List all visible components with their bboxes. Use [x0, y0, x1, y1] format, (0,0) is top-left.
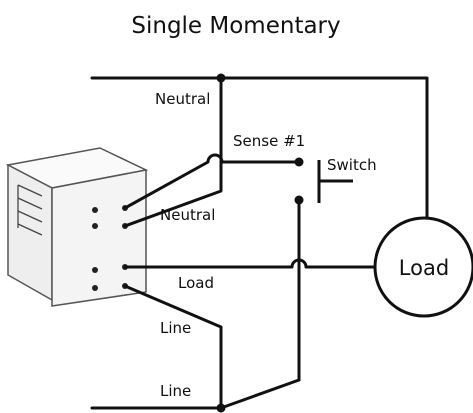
label-line-bottom: Line — [160, 382, 191, 400]
neutral-junction — [216, 73, 226, 83]
relay-module — [5, 147, 149, 307]
neutral-bus-wire — [90, 76, 429, 219]
label-load-circle: Load — [399, 256, 449, 280]
label-line-upper: Line — [160, 319, 191, 337]
sense-wire — [123, 153, 301, 210]
label-load-wire: Load — [178, 274, 214, 292]
label-neutral-module: Neutral — [160, 206, 215, 224]
load-circle — [373, 216, 473, 318]
load-wire — [123, 258, 376, 269]
label-neutral-top: Neutral — [155, 90, 210, 108]
terminal-dot — [92, 267, 98, 273]
sense-junction — [294, 157, 304, 167]
diagram-title: Single Momentary — [131, 13, 340, 39]
neutral-wire — [123, 76, 223, 228]
label-sense: Sense #1 — [233, 132, 305, 150]
line-wire — [123, 284, 223, 410]
module-label-icon — [17, 184, 43, 236]
momentary-switch-icon — [317, 160, 353, 203]
label-switch: Switch — [327, 156, 377, 174]
terminal-dot — [92, 223, 98, 229]
terminal-dot — [92, 207, 98, 213]
switch-junction — [294, 195, 304, 205]
module-left-face — [7, 163, 53, 302]
line-bus-wire — [90, 378, 301, 410]
line-junction — [216, 403, 226, 413]
terminal-dot — [92, 285, 98, 291]
module-front-face — [51, 169, 147, 307]
